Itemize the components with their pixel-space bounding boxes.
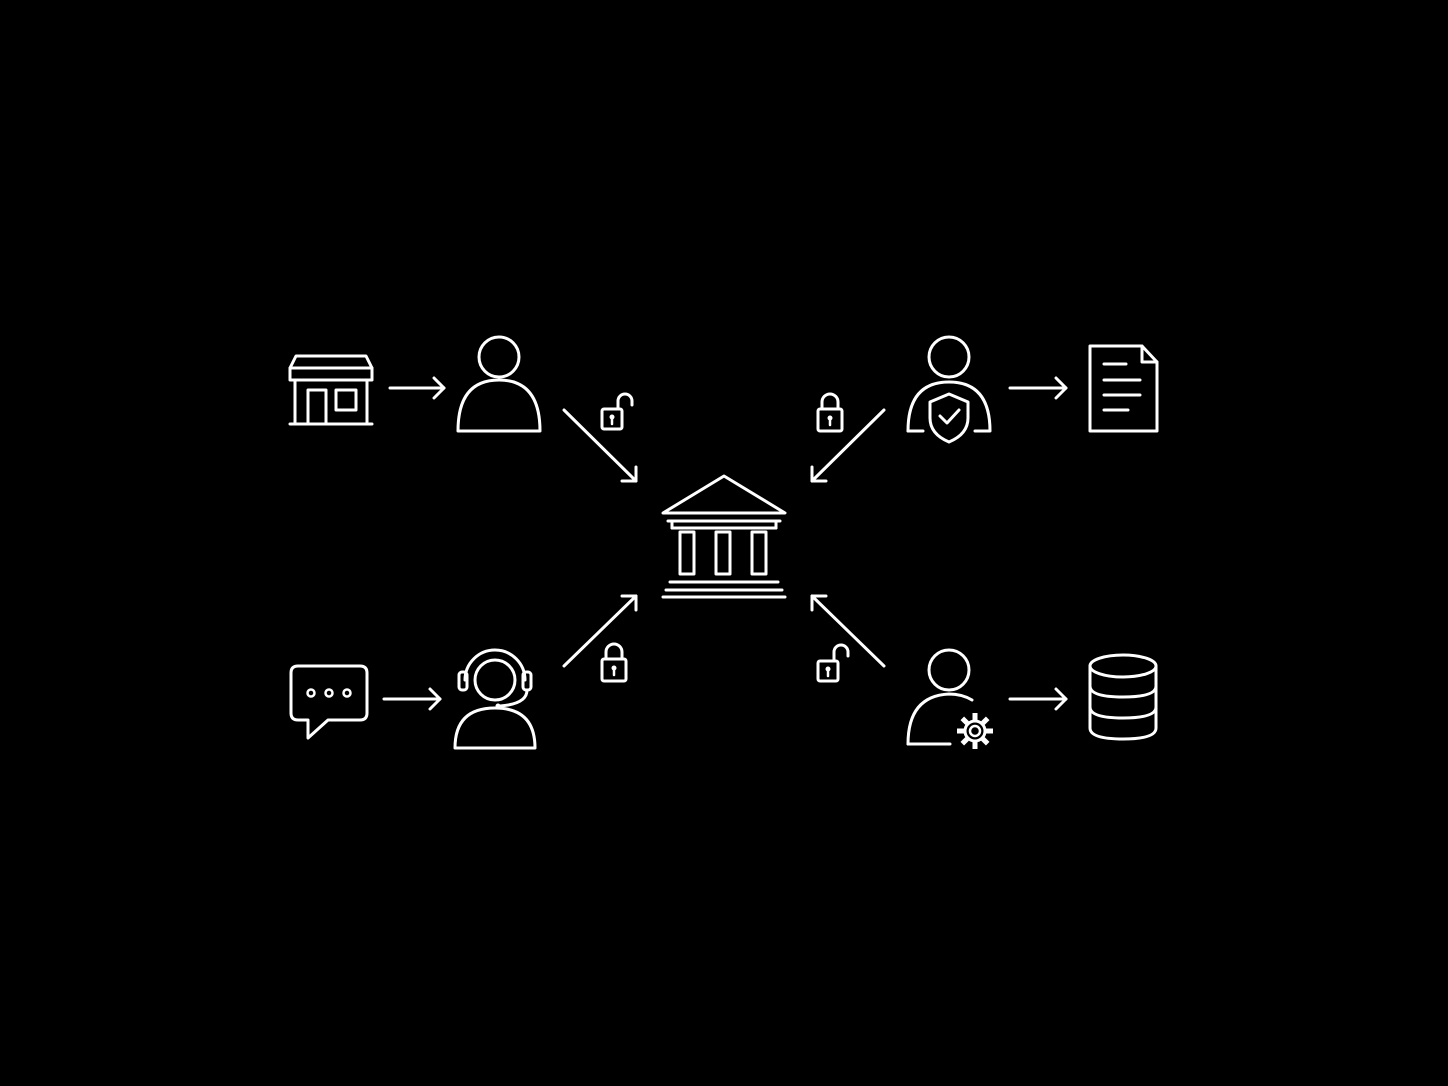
arrow-gear-user-to-database bbox=[1008, 687, 1068, 711]
lock-open-icon bbox=[816, 643, 850, 683]
arrow-agent-to-bank bbox=[562, 594, 638, 668]
user-gear-icon bbox=[906, 648, 993, 749]
database-icon bbox=[1088, 653, 1158, 741]
arrow-shield-user-to-document bbox=[1008, 376, 1068, 400]
arrow-shield-user-to-bank bbox=[810, 408, 886, 483]
storefront-icon bbox=[288, 354, 374, 426]
lock-closed-icon bbox=[816, 392, 844, 433]
arrow-storefront-to-user bbox=[388, 376, 446, 400]
lock-open-icon bbox=[600, 392, 634, 431]
bank-icon bbox=[661, 474, 787, 599]
arrow-chat-to-agent bbox=[382, 687, 442, 711]
document-icon bbox=[1088, 344, 1159, 433]
support-agent-headset-icon bbox=[453, 648, 537, 750]
lock-closed-icon bbox=[600, 642, 628, 683]
arrow-user-to-bank bbox=[562, 408, 638, 483]
arrow-gear-user-to-bank bbox=[810, 594, 886, 668]
user-icon bbox=[456, 335, 542, 433]
chat-bubble-icon bbox=[289, 664, 369, 740]
user-shield-icon bbox=[906, 335, 992, 444]
